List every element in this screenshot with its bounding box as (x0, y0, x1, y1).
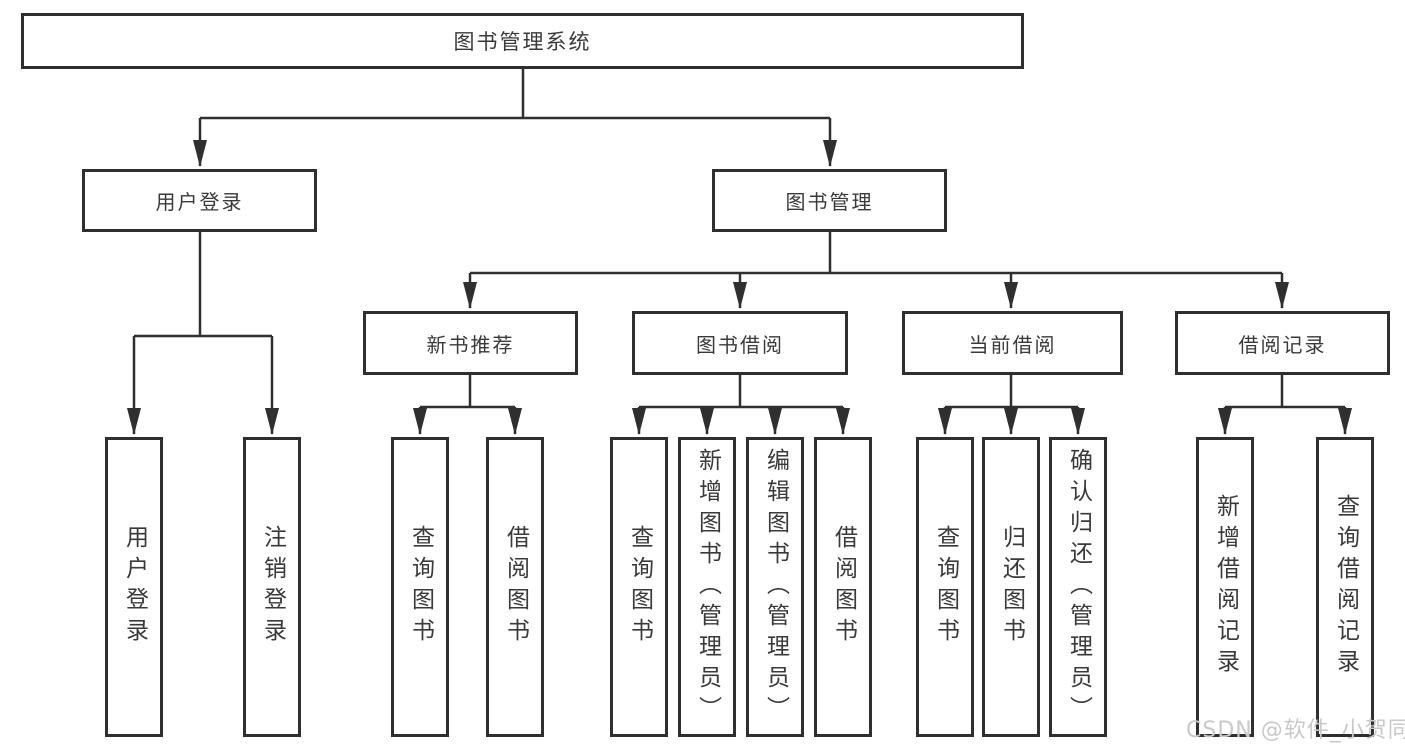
leaf-confirm-return-admin: 确认归还（管理员） (1049, 437, 1107, 737)
node-borrowing-records: 借阅记录 (1175, 311, 1390, 375)
leaf-query-borrow-record: 查询借阅记录 (1316, 437, 1374, 737)
node-new-book-recommendation: 新书推荐 (363, 311, 578, 375)
leaf-user-login: 用户登录 (105, 437, 163, 737)
leaf-borrow-books-recommend-label: 借阅图书 (502, 525, 529, 649)
leaf-borrow-books-recommend: 借阅图书 (486, 437, 544, 737)
leaf-return-books: 归还图书 (982, 437, 1040, 737)
node-system-root: 图书管理系统 (21, 13, 1024, 69)
leaf-add-borrow-record: 新增借阅记录 (1196, 437, 1254, 737)
leaf-query-books-borrowing-label: 查询图书 (626, 525, 653, 649)
leaf-borrow-books-borrowing: 借阅图书 (814, 437, 872, 737)
node-user-login: 用户登录 (82, 169, 317, 232)
leaf-borrow-books-borrowing-label: 借阅图书 (830, 525, 857, 649)
leaf-add-book-admin: 新增图书（管理员） (678, 437, 736, 737)
leaf-edit-book-admin-label: 编辑图书（管理员） (762, 447, 789, 727)
leaf-query-books-borrowing: 查询图书 (610, 437, 668, 737)
node-current-borrowing: 当前借阅 (902, 311, 1123, 375)
node-new-book-recommendation-label: 新书推荐 (426, 332, 515, 357)
csdn-watermark: CSDN @软件_小贺同学 (1186, 718, 1405, 743)
node-borrowing-records-label: 借阅记录 (1238, 332, 1327, 357)
leaf-query-books-recommend: 查询图书 (391, 437, 449, 737)
leaf-return-books-label: 归还图书 (998, 525, 1025, 649)
leaf-add-borrow-record-label: 新增借阅记录 (1212, 494, 1239, 680)
leaf-add-book-admin-label: 新增图书（管理员） (694, 447, 721, 727)
leaf-confirm-return-admin-label: 确认归还（管理员） (1065, 447, 1092, 727)
node-book-management: 图书管理 (712, 169, 947, 232)
node-book-borrowing: 图书借阅 (632, 311, 848, 375)
node-current-borrowing-label: 当前借阅 (968, 332, 1057, 357)
leaf-query-books-recommend-label: 查询图书 (407, 525, 434, 649)
leaf-logout: 注销登录 (243, 437, 301, 737)
node-system-root-label: 图书管理系统 (453, 30, 592, 54)
leaf-edit-book-admin: 编辑图书（管理员） (746, 437, 804, 737)
leaf-query-books-current: 查询图书 (916, 437, 974, 737)
leaf-query-borrow-record-label: 查询借阅记录 (1332, 494, 1359, 680)
node-user-login-label: 用户登录 (155, 190, 244, 214)
leaf-logout-label: 注销登录 (259, 525, 286, 649)
leaf-query-books-current-label: 查询图书 (932, 525, 959, 649)
leaf-user-login-label: 用户登录 (121, 525, 148, 649)
node-book-borrowing-label: 图书借阅 (696, 332, 784, 357)
node-book-management-label: 图书管理 (785, 190, 874, 214)
